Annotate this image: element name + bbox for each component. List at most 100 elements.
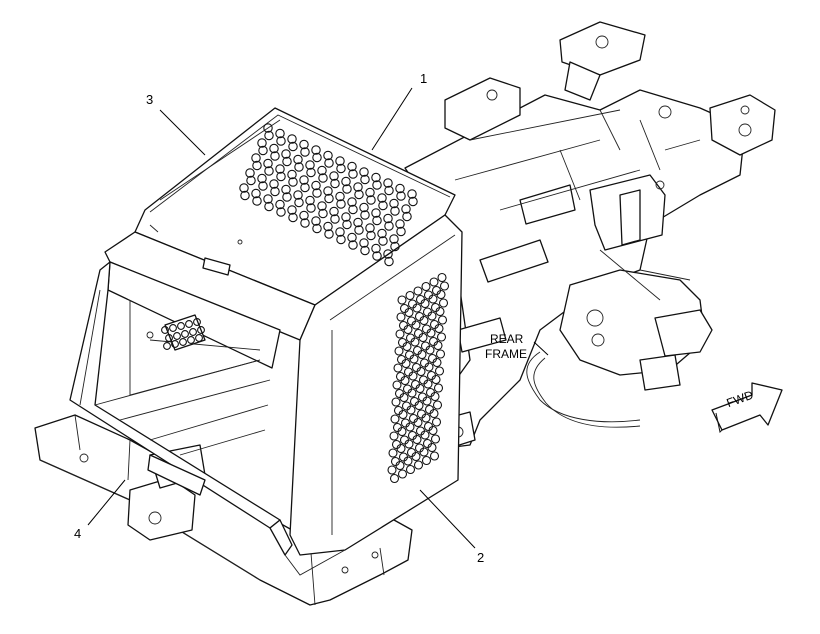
grille-hole (264, 130, 274, 141)
grille-hole (434, 366, 445, 376)
grille-hole (422, 396, 432, 406)
grille-hole (335, 156, 345, 166)
cab (69, 107, 463, 576)
grille-hole (406, 405, 416, 415)
grille-hole (335, 191, 345, 202)
grille-hole (258, 145, 268, 156)
grille-hole (372, 215, 382, 226)
grille-hole (397, 426, 407, 437)
grille-hole (329, 171, 339, 181)
grille-hole (258, 181, 268, 191)
grille-hole (388, 448, 398, 458)
grille-hole (353, 182, 363, 192)
grille-hole (287, 205, 297, 215)
grille-hole (371, 172, 381, 183)
grille-hole (394, 346, 404, 356)
grille-hole (342, 219, 352, 230)
grille-hole (371, 208, 381, 218)
callout-number-2: 2 (477, 550, 485, 565)
grille-hole (193, 318, 201, 326)
grille-hole (336, 199, 346, 209)
grille-hole (287, 169, 297, 180)
grille-hole (275, 164, 285, 174)
grille-hole (181, 330, 189, 338)
grille-hole (395, 329, 405, 339)
grille-hole (408, 371, 418, 381)
grille-hole (429, 277, 439, 287)
grille-hole (264, 166, 274, 176)
grille-hole (311, 180, 321, 191)
grille-hole (312, 152, 322, 163)
grille-hole (359, 202, 369, 213)
grille-hole (336, 234, 346, 245)
grille-hole (348, 204, 358, 215)
grille-hole (300, 218, 310, 228)
grille-hole (378, 200, 388, 211)
rear-frame-label-line2: FRAME (485, 347, 527, 361)
grille-hole (197, 326, 205, 334)
grille-hole (401, 204, 411, 214)
grille-hole (317, 165, 327, 176)
grille-hole (269, 179, 279, 189)
grille-hole (306, 167, 316, 178)
grille-hole (396, 443, 406, 454)
grille-hole (359, 167, 369, 177)
grille-hole (377, 193, 387, 203)
grille-hole (299, 175, 309, 185)
grille-hole (431, 374, 441, 385)
grille-hole (397, 295, 407, 305)
grille-hole (402, 211, 412, 222)
grille-hole (415, 383, 425, 394)
grille-hole (425, 345, 435, 355)
rear-frame (404, 21, 776, 451)
grille-hole (427, 442, 437, 453)
grille-hole (389, 473, 400, 484)
grille-hole (324, 193, 334, 204)
grille-hole (413, 286, 423, 296)
grille-hole (269, 143, 279, 154)
grille-hole (392, 380, 402, 390)
grille-hole (414, 400, 424, 411)
grille-hole (288, 177, 298, 187)
grille-hole (187, 336, 195, 344)
grille-hole (177, 322, 185, 330)
grille-hole (391, 397, 401, 407)
grille-hole (412, 434, 422, 445)
grille-hole (330, 178, 340, 189)
grille-hole (428, 294, 438, 304)
grille-hole (398, 409, 408, 420)
grille-hole (276, 136, 286, 146)
grille-hole (341, 212, 351, 222)
grille-hole (395, 219, 405, 229)
grille-hole (257, 138, 267, 148)
grille-hole (281, 184, 291, 195)
grille-hole (401, 358, 411, 369)
grille-hole (251, 188, 261, 199)
grille-hole (435, 306, 445, 317)
grille-hole (347, 197, 357, 207)
grille-hole (275, 199, 285, 210)
grille-hole (430, 391, 440, 402)
grille-hole (420, 298, 430, 309)
grille-hole (429, 408, 439, 419)
grille-hole (171, 340, 179, 348)
grille-hole (251, 153, 261, 163)
grille-hole (416, 366, 426, 377)
grille-hole (431, 417, 442, 427)
grille-hole (366, 195, 376, 205)
grille-hole (430, 434, 441, 444)
grille-hole (390, 206, 400, 216)
grille-hole (299, 139, 309, 150)
grille-hole (411, 320, 421, 330)
grille-hole (341, 176, 351, 187)
grille-hole (436, 332, 447, 342)
grille-hole (423, 379, 433, 389)
grille-hole (404, 439, 414, 449)
grille-hole (420, 430, 430, 440)
grille-hole (427, 311, 437, 321)
grille-hole (336, 163, 346, 174)
grille-hole (384, 185, 394, 196)
grille-hole (348, 169, 358, 179)
grille-hole (360, 245, 370, 256)
grille-hole (318, 173, 328, 183)
